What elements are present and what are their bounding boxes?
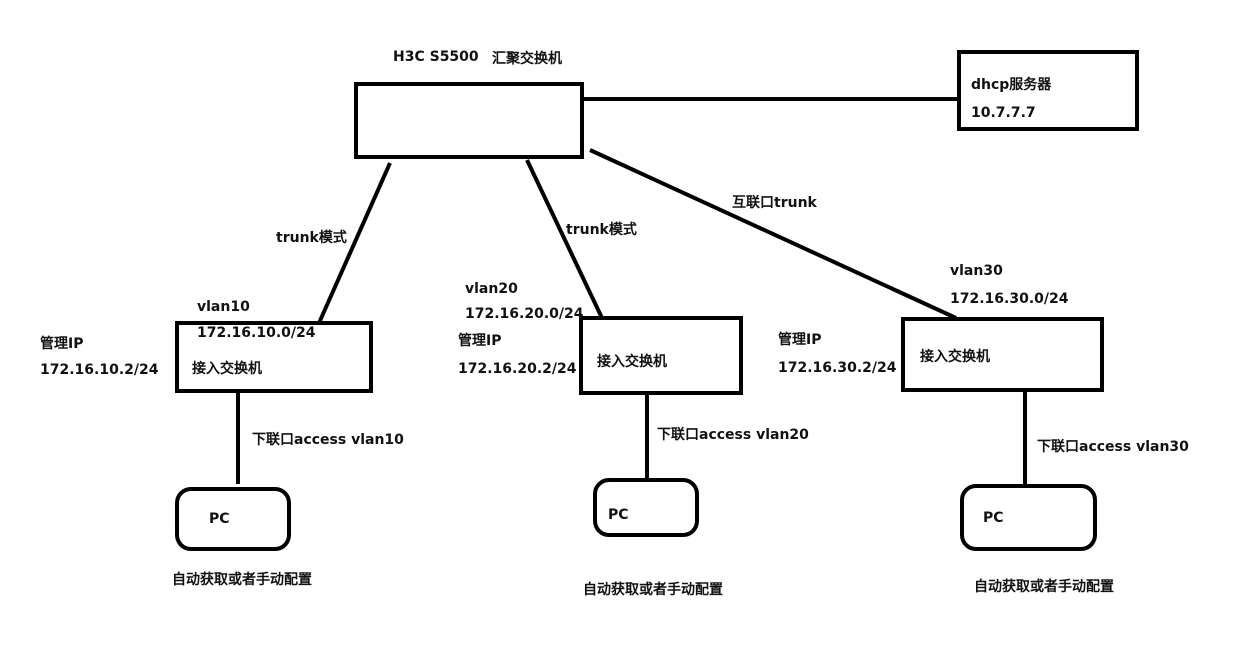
access-switch-vlan10-name: 接入交换机: [192, 361, 262, 377]
vlan30-label: vlan30: [950, 263, 1003, 279]
core-switch-model: H3C S5500: [393, 49, 479, 65]
vlan30-mgmt-label: 管理IP: [778, 332, 822, 348]
pc-vlan20-label: PC: [608, 507, 629, 523]
vlan10-mgmt-label: 管理IP: [40, 336, 84, 352]
link-trunk-vlan20: [525, 159, 604, 319]
vlan30-mgmt-ip: 172.16.30.2/24: [778, 360, 897, 376]
core-switch-box: [354, 82, 584, 159]
access-switch-vlan20-name: 接入交换机: [597, 354, 667, 370]
pc-vlan20-note: 自动获取或者手动配置: [583, 582, 723, 598]
pc-vlan30-note: 自动获取或者手动配置: [974, 579, 1114, 595]
access-switch-vlan30-box: [901, 317, 1104, 392]
access-switch-vlan10-box: [175, 321, 373, 393]
pc-vlan20-box: [593, 478, 699, 537]
link-trunk-vlan30: [589, 148, 957, 320]
vlan10-label: vlan10: [197, 299, 250, 315]
vlan10-mgmt-ip: 172.16.10.2/24: [40, 362, 159, 378]
pc-vlan30-label: PC: [983, 510, 1004, 526]
pc-vlan10-label: PC: [209, 511, 230, 527]
pc-vlan10-box: [175, 487, 291, 551]
vlan30-subnet: 172.16.30.0/24: [950, 291, 1069, 307]
pc-vlan30-box: [960, 484, 1097, 551]
link-label-trunk-left: trunk模式: [276, 230, 347, 246]
dhcp-server-ip: 10.7.7.7: [971, 105, 1036, 121]
vlan20-mgmt-label: 管理IP: [458, 333, 502, 349]
downlink-vlan20-label: 下联口access vlan20: [657, 427, 809, 443]
downlink-vlan30-label: 下联口access vlan30: [1037, 439, 1189, 455]
pc-vlan10-note: 自动获取或者手动配置: [172, 572, 312, 588]
link-label-trunk-right: 互联口trunk: [732, 195, 817, 211]
downlink-vlan10-label: 下联口access vlan10: [252, 432, 404, 448]
vlan20-subnet: 172.16.20.0/24: [465, 306, 584, 322]
link-trunk-vlan10: [317, 162, 392, 324]
vlan10-subnet: 172.16.10.0/24: [197, 325, 316, 341]
core-switch-role: 汇聚交换机: [492, 51, 562, 67]
dhcp-server-box: [957, 50, 1139, 131]
vlan20-mgmt-ip: 172.16.20.2/24: [458, 361, 577, 377]
link-label-trunk-middle: trunk模式: [566, 222, 637, 238]
vlan20-label: vlan20: [465, 281, 518, 297]
access-switch-vlan20-box: [579, 316, 743, 395]
dhcp-server-name: dhcp服务器: [971, 77, 1052, 93]
access-switch-vlan30-name: 接入交换机: [920, 349, 990, 365]
